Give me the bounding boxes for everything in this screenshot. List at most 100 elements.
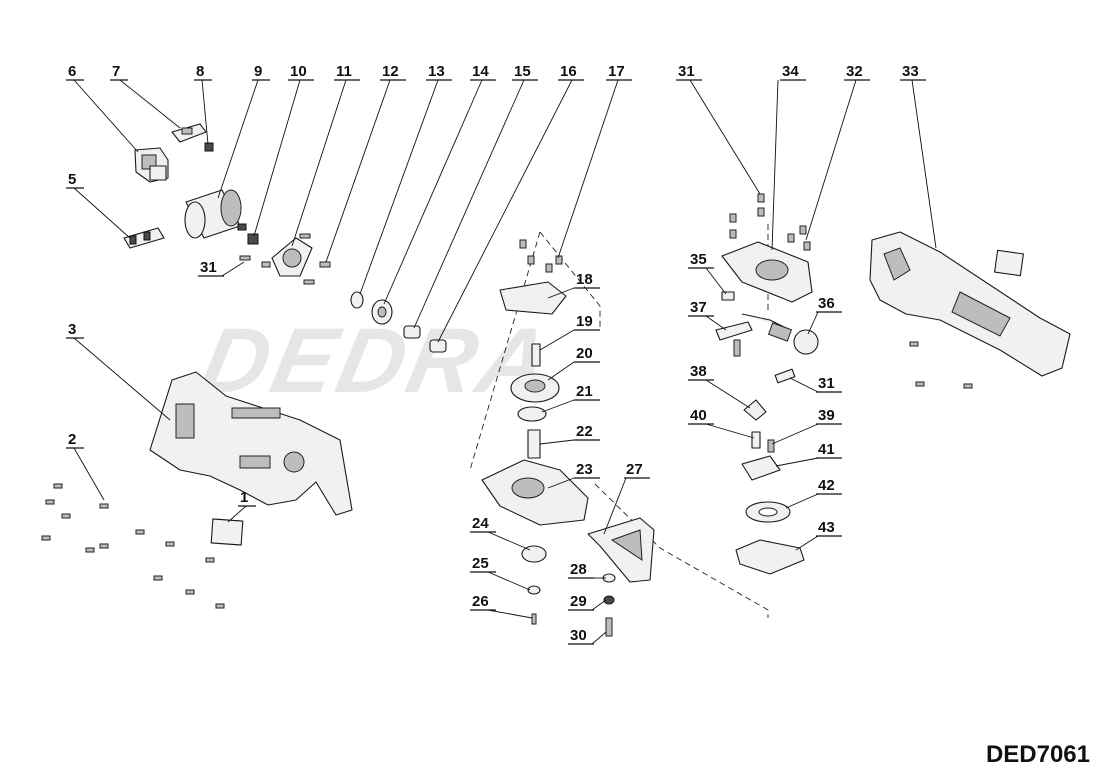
part-housing-left bbox=[149, 371, 353, 516]
label-29-text: 29 bbox=[570, 593, 587, 610]
screws-housing-right bbox=[909, 341, 973, 389]
label-37: 37 bbox=[688, 299, 714, 317]
part-gear-20 bbox=[510, 373, 560, 403]
label-40-text: 40 bbox=[690, 407, 707, 424]
part-nut-29 bbox=[603, 595, 615, 605]
label-18: 18 bbox=[574, 271, 600, 289]
label-34: 34 bbox=[780, 63, 806, 81]
part-gear-housing-23 bbox=[481, 459, 589, 526]
label-25: 25 bbox=[470, 555, 496, 573]
label-39-text: 39 bbox=[818, 407, 835, 424]
part-washer-25 bbox=[527, 585, 541, 595]
label-36: 36 bbox=[816, 295, 842, 313]
part-washer-42 bbox=[745, 501, 791, 523]
label-15: 15 bbox=[512, 63, 538, 81]
label-35: 35 bbox=[688, 251, 714, 269]
label-37-text: 37 bbox=[690, 299, 707, 316]
label-8-text: 8 bbox=[196, 63, 204, 80]
part-spring bbox=[204, 142, 214, 152]
screws-plate-18 bbox=[519, 239, 563, 273]
label-13-text: 13 bbox=[428, 63, 445, 80]
part-switch bbox=[134, 147, 169, 183]
label-30: 30 bbox=[568, 627, 594, 645]
watermark: DEDRA bbox=[192, 309, 561, 412]
label-17: 17 bbox=[606, 63, 632, 81]
part-label-plate-33 bbox=[994, 249, 1024, 277]
label-28-text: 28 bbox=[570, 561, 587, 578]
label-11-text: 11 bbox=[336, 63, 352, 80]
label-20: 20 bbox=[574, 345, 600, 363]
label-11: 11 bbox=[334, 63, 360, 81]
label-7: 7 bbox=[110, 63, 128, 81]
label-31-right: 31 bbox=[816, 375, 842, 393]
leader-lines bbox=[73, 79, 937, 645]
label-2: 2 bbox=[66, 431, 84, 449]
label-22-text: 22 bbox=[576, 423, 593, 440]
part-shaft-22 bbox=[527, 429, 541, 459]
label-32-text: 32 bbox=[846, 63, 863, 80]
label-36-text: 36 bbox=[818, 295, 835, 312]
part-bushing-24 bbox=[521, 545, 547, 563]
label-2-text: 2 bbox=[68, 431, 76, 448]
part-sleeve-16 bbox=[429, 339, 447, 353]
label-25-text: 25 bbox=[472, 555, 489, 572]
label-27-text: 27 bbox=[626, 461, 643, 478]
label-12-text: 12 bbox=[382, 63, 399, 80]
label-13: 13 bbox=[426, 63, 452, 81]
label-6: 6 bbox=[66, 63, 84, 81]
part-pad-35 bbox=[721, 291, 735, 301]
part-shoe-43 bbox=[735, 539, 805, 575]
label-42: 42 bbox=[816, 477, 842, 495]
part-washer-21 bbox=[517, 406, 547, 422]
label-14-text: 14 bbox=[472, 63, 489, 80]
label-1-text: 1 bbox=[240, 489, 248, 506]
label-30-text: 30 bbox=[570, 627, 587, 644]
label-29: 29 bbox=[568, 593, 594, 611]
screws-housing bbox=[41, 483, 225, 609]
label-32: 32 bbox=[844, 63, 870, 81]
label-31-top-text: 31 bbox=[678, 63, 695, 80]
part-washer-13 bbox=[350, 291, 364, 309]
label-5: 5 bbox=[66, 171, 84, 189]
label-3-text: 3 bbox=[68, 321, 76, 338]
part-guide-38 bbox=[743, 399, 767, 421]
label-16-text: 16 bbox=[560, 63, 577, 80]
label-27: 27 bbox=[624, 461, 650, 479]
label-22: 22 bbox=[574, 423, 600, 441]
label-41: 41 bbox=[816, 441, 842, 459]
part-plate-18 bbox=[499, 281, 567, 315]
label-33-text: 33 bbox=[902, 63, 919, 80]
label-3: 3 bbox=[66, 321, 84, 339]
label-40: 40 bbox=[688, 407, 714, 425]
part-motor bbox=[184, 189, 247, 239]
model-code: DED7061 bbox=[985, 741, 1090, 768]
label-9: 9 bbox=[252, 63, 270, 81]
label-5-text: 5 bbox=[68, 171, 76, 188]
label-18-text: 18 bbox=[576, 271, 593, 288]
part-blade-clamp-27 bbox=[587, 517, 655, 583]
label-31-right-text: 31 bbox=[818, 375, 835, 392]
label-31-motor: 31 bbox=[198, 259, 224, 277]
label-33: 33 bbox=[900, 63, 926, 81]
label-31-top: 31 bbox=[676, 63, 702, 81]
label-7-text: 7 bbox=[112, 63, 120, 80]
screws-motor-plate bbox=[239, 233, 315, 285]
label-8: 8 bbox=[194, 63, 212, 81]
label-38: 38 bbox=[688, 363, 714, 381]
label-31-motor-text: 31 bbox=[200, 259, 217, 276]
part-labels: 6 7 8 9 10 11 12 13 14 15 16 17 31 34 32… bbox=[66, 63, 926, 645]
label-17-text: 17 bbox=[608, 63, 625, 80]
label-23-text: 23 bbox=[576, 461, 593, 478]
label-24: 24 bbox=[470, 515, 496, 533]
label-23: 23 bbox=[574, 461, 600, 479]
label-9-text: 9 bbox=[254, 63, 262, 80]
label-35-text: 35 bbox=[690, 251, 707, 268]
label-34-text: 34 bbox=[782, 63, 799, 80]
label-21: 21 bbox=[574, 383, 600, 401]
label-28: 28 bbox=[568, 561, 594, 579]
part-bearing-14 bbox=[371, 299, 393, 325]
screws-cover-34 bbox=[729, 193, 811, 251]
part-cover-34 bbox=[721, 241, 813, 303]
part-housing-right bbox=[869, 231, 1071, 377]
